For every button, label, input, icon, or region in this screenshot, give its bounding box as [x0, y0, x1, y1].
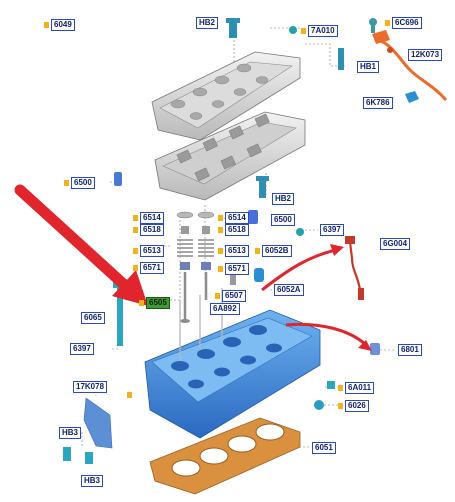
part-label-6k786: 6K786	[363, 97, 393, 109]
part-label-6514-right: 6514	[218, 212, 249, 224]
part-label-7a010: 7A010	[301, 25, 338, 37]
part-label-6397-right: 6397	[320, 224, 344, 236]
valve-train	[176, 211, 236, 323]
part-label-6505: 6505	[139, 297, 170, 309]
part-label-hb3-b: HB3	[81, 475, 104, 487]
part-label-6507: 6507	[215, 290, 246, 302]
part-label-6518-right: 6518	[218, 224, 249, 236]
small-hardware-top	[114, 18, 419, 282]
camshaft-cover	[151, 51, 301, 141]
small-hardware-bottom	[63, 343, 380, 464]
part-label-6052a: 6052A	[274, 284, 304, 296]
part-label-hb2-mid: HB2	[272, 193, 295, 205]
temperature-sensor-harness	[372, 30, 448, 101]
part-label-6518-left: 6518	[133, 224, 164, 236]
part-label-6514-left: 6514	[133, 212, 164, 224]
part-label-6801: 6801	[398, 344, 422, 356]
part-label-6500-right: 6500	[271, 214, 295, 226]
part-label-6049: 6049	[44, 19, 75, 31]
part-label-6c696: 6C696	[385, 17, 422, 29]
part-label-6397-left: 6397	[70, 343, 94, 355]
part-label-12k073: 12K073	[408, 49, 443, 61]
part-label-17k078: 17K078	[73, 381, 108, 393]
part-label-6a011: 6A011	[337, 382, 375, 394]
part-label-hb2-top: HB2	[196, 17, 219, 29]
part-label-6571-right: 6571	[218, 263, 249, 275]
part-label-hb3-a: HB3	[59, 427, 82, 439]
glow-sensor-6g004	[345, 236, 364, 300]
head-gasket	[149, 417, 301, 495]
part-label-6065: 6065	[81, 312, 105, 324]
cam-bearing-frame	[154, 111, 306, 201]
part-label-hb1: HB1	[357, 61, 380, 73]
part-label-6513-left: 6513	[133, 245, 164, 257]
cylinder-head	[144, 288, 321, 439]
part-label-6051: 6051	[312, 442, 336, 454]
part-label-6g004: 6G004	[380, 238, 411, 250]
part-label-6026: 6026	[338, 400, 369, 412]
part-label-6513-right: 6513	[218, 245, 249, 257]
part-label-6571-left: 6571	[133, 262, 164, 274]
red-arrows	[14, 184, 372, 351]
part-label-6a892: 6A892	[210, 303, 240, 315]
part-label-6052b: 6052B	[255, 245, 292, 257]
part-label-6500-left: 6500	[64, 177, 95, 189]
